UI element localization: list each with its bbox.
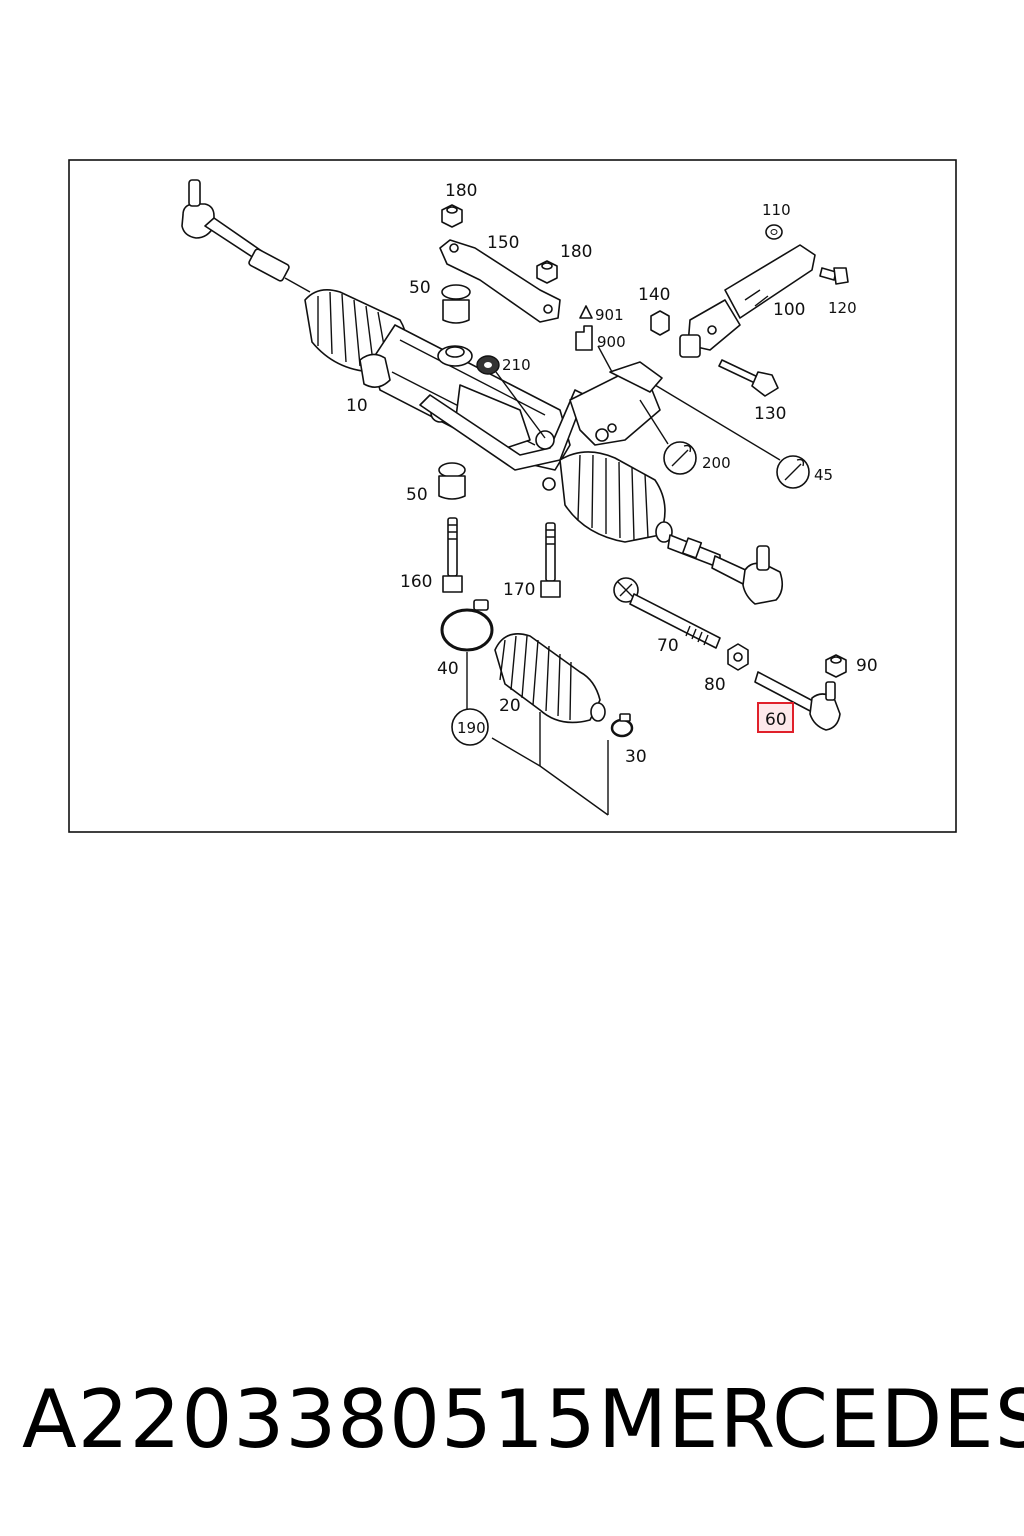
label-70: 70 <box>657 636 679 656</box>
label-900: 900 <box>597 333 626 351</box>
part-50-bushing-lower <box>438 462 466 500</box>
part-90-nut <box>825 654 847 678</box>
label-130: 130 <box>754 404 786 424</box>
label-60: 60 <box>765 710 787 730</box>
part-60-tie-rod-end <box>754 671 841 731</box>
label-160: 160 <box>400 572 432 592</box>
label-150: 150 <box>487 233 519 253</box>
label-50-top: 50 <box>409 278 431 298</box>
steering-rack-assembly <box>181 179 784 605</box>
part-170-bolt <box>540 522 561 598</box>
part-200-wrench-symbol <box>639 399 697 475</box>
part-100-column-shaft <box>679 244 816 358</box>
part-150-bracket <box>439 239 561 323</box>
part-140-nut <box>650 310 670 336</box>
label-90: 90 <box>856 656 878 676</box>
part-50-bushing-top <box>441 284 471 324</box>
label-30: 30 <box>625 747 647 767</box>
part-180-nut-left <box>441 204 463 228</box>
label-110: 110 <box>762 201 791 219</box>
parts-diagram: 10 20 30 40 45 50 50 60 70 80 90 100 110… <box>68 159 957 833</box>
label-80: 80 <box>704 675 726 695</box>
part-number: A2203380515 <box>22 1373 597 1466</box>
part-110-washer <box>765 224 783 240</box>
label-200: 200 <box>702 454 731 472</box>
label-180-right: 180 <box>560 242 592 262</box>
label-901: 901 <box>595 306 624 324</box>
part-901-900-symbols <box>575 305 613 373</box>
kit-190-leader-lines <box>451 652 609 816</box>
part-40-clamp <box>440 599 494 652</box>
footer: A2203380515 MERCEDES <box>0 1370 1024 1470</box>
part-210-seal <box>476 355 546 439</box>
label-190: 190 <box>457 719 486 737</box>
label-100: 100 <box>773 300 805 320</box>
label-45: 45 <box>814 466 833 484</box>
label-180-left: 180 <box>445 181 477 201</box>
part-45-wrench-symbol <box>654 384 810 489</box>
part-160-bolt <box>442 517 463 593</box>
part-120-bolt <box>819 267 849 285</box>
label-20: 20 <box>499 696 521 716</box>
label-120: 120 <box>828 299 857 317</box>
part-30-clamp <box>610 713 634 738</box>
label-210: 210 <box>502 356 531 374</box>
part-180-nut-right <box>536 260 558 284</box>
label-170: 170 <box>503 580 535 600</box>
label-140: 140 <box>638 285 670 305</box>
highlight-box-60 <box>757 702 794 733</box>
part-80-nut <box>727 643 749 671</box>
diagram-frame <box>68 159 957 833</box>
brand-name: MERCEDES <box>598 1373 1024 1466</box>
label-40: 40 <box>437 659 459 679</box>
part-20-boot <box>494 633 606 724</box>
part-130-bolt <box>718 359 779 397</box>
label-10: 10 <box>346 396 368 416</box>
part-70-inner-tie-rod <box>613 577 721 649</box>
label-50-lower: 50 <box>406 485 428 505</box>
